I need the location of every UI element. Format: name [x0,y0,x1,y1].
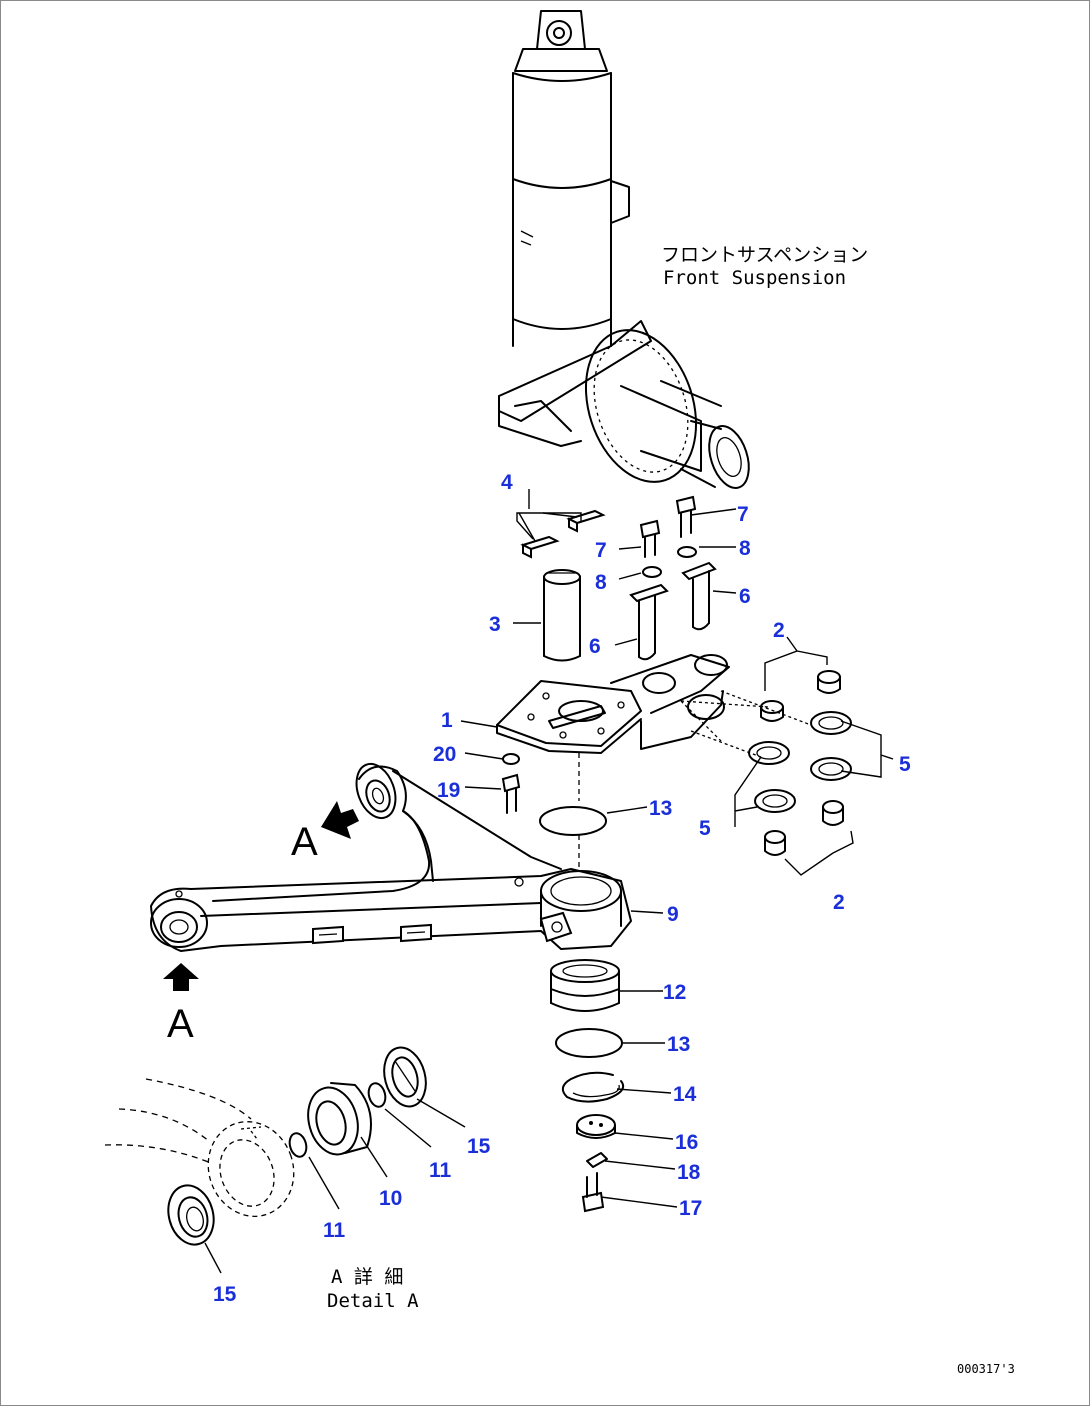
drawing-code: 000317'3 [957,1362,1015,1376]
callout-6-right[interactable]: 6 [739,585,751,608]
part-8-washers [642,546,697,578]
part-14-snap-ring [561,1071,625,1103]
part-15-seal-right [383,1046,427,1108]
part-16-plate [576,1114,616,1139]
detail-a-arm-end [104,1078,295,1217]
callout-15-left[interactable]: 15 [213,1283,237,1306]
view-arrow-upper [321,801,359,839]
callout-5-left[interactable]: 5 [699,817,711,840]
part-7-bolts [639,495,697,558]
caption-front-suspension-en: Front Suspension [663,267,846,289]
part-11-oring-right [367,1082,387,1108]
part-9-lower-arm [150,762,632,952]
callout-18[interactable]: 18 [677,1161,701,1184]
callout-17[interactable]: 17 [679,1197,702,1220]
callout-numbers: 4 3 7 7 8 8 6 6 2 1 20 19 5 5 13 2 9 12 … [213,471,911,1306]
part-18-lock-washer [586,1152,608,1168]
part-1-bracket [496,654,730,754]
callout-8-left[interactable]: 8 [595,571,607,594]
callout-19[interactable]: 19 [437,779,460,802]
part-11-oring-left [288,1132,308,1158]
callout-11-left[interactable]: 11 [323,1219,346,1242]
callout-7-left[interactable]: 7 [595,539,607,562]
callout-12[interactable]: 12 [663,981,686,1004]
callout-1[interactable]: 1 [441,709,453,732]
part-6-pins [629,561,717,661]
part-15-seal-left [167,1184,215,1246]
part-17-bolt [581,1172,605,1213]
part-13-oring-upper [539,806,607,836]
callout-20[interactable]: 20 [433,743,456,766]
view-marker-lower: A [167,1002,194,1046]
part-3-pin [543,569,581,662]
assembly-guide-lines [680,690,812,758]
view-marker-upper: A [291,820,318,864]
callout-15-right[interactable]: 15 [467,1135,491,1158]
callout-10[interactable]: 10 [379,1187,402,1210]
part-20-washer [502,753,520,765]
callout-11-right[interactable]: 11 [429,1159,452,1182]
callout-4[interactable]: 4 [501,471,513,494]
caption-detail-en: Detail A [327,1290,419,1312]
callout-3[interactable]: 3 [489,613,501,636]
callout-7-right[interactable]: 7 [737,503,749,526]
part-19-bolt [501,773,521,814]
part-13-oring-lower [555,1028,623,1058]
callout-9[interactable]: 9 [667,903,679,926]
view-arrow-lower [163,963,199,991]
part-2-bushings-lower [764,800,844,856]
part-4-keys [520,509,606,559]
caption-detail-jp: A 詳 細 [331,1266,403,1288]
callout-16[interactable]: 16 [675,1131,698,1154]
front-suspension-cylinder [498,10,750,489]
callout-13-upper[interactable]: 13 [649,797,672,820]
part-2-bushings-upper [760,670,841,722]
callout-8-right[interactable]: 8 [739,537,751,560]
callout-14[interactable]: 14 [673,1083,697,1106]
callout-6-left[interactable]: 6 [589,635,601,658]
part-12-spherical-bearing [550,959,620,1012]
callout-2-upper[interactable]: 2 [773,619,785,642]
leader-lines [204,489,894,1274]
callout-2-lower[interactable]: 2 [833,891,845,914]
callout-5-right[interactable]: 5 [899,753,911,776]
callout-13-lower[interactable]: 13 [667,1033,690,1056]
part-5-washers [748,711,852,813]
caption-front-suspension-jp: フロントサスペンション [661,244,868,266]
part-10-bushing [307,1082,372,1156]
